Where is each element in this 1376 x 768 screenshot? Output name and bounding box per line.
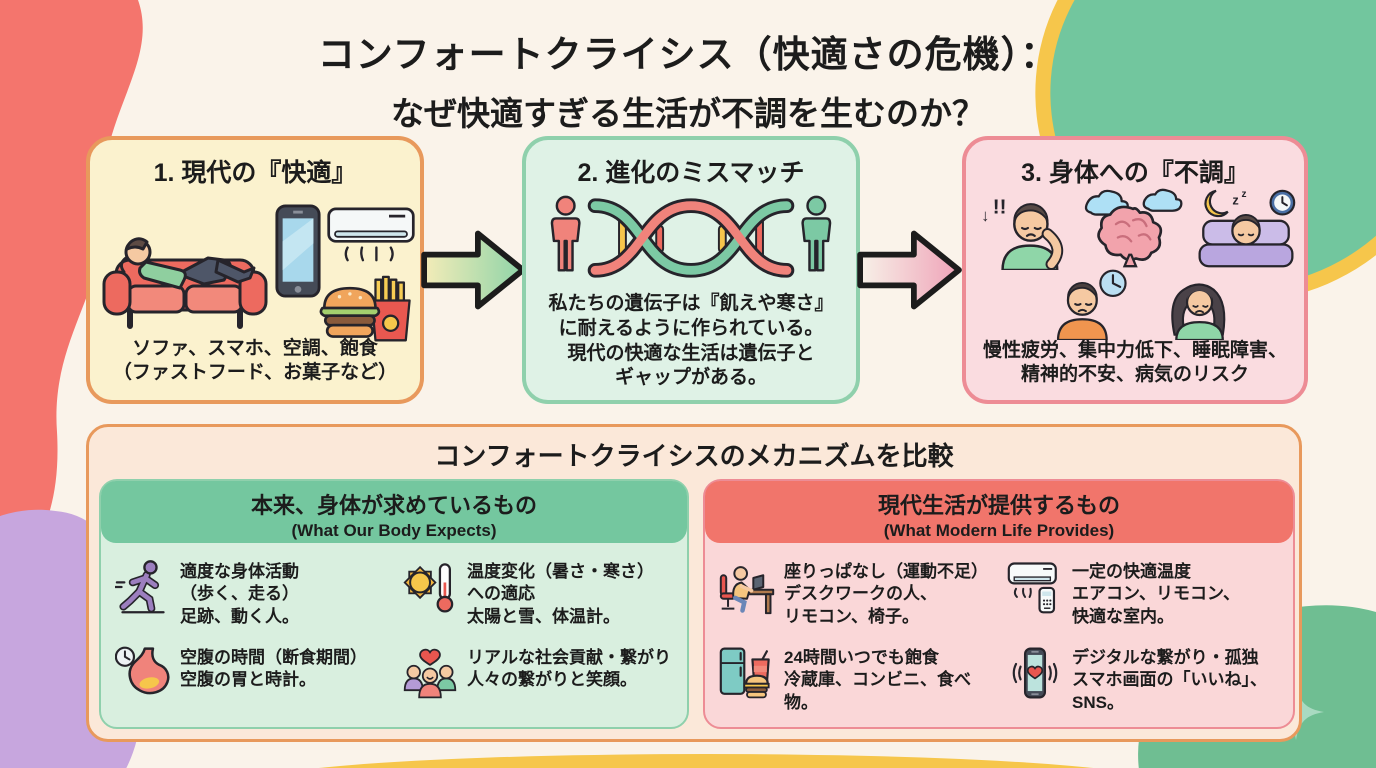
- yellow-bottom-blob: [248, 754, 1164, 768]
- svg-text:↓: ↓: [981, 206, 989, 225]
- dna-helix-icon: [550, 195, 832, 278]
- air-conditioner-remote-icon: [1007, 562, 1057, 614]
- list-item: リアルな社会貢献・繋がり 人々の繋がりと笑顔。: [402, 637, 681, 723]
- fridge-fast-food-icon: [719, 647, 770, 699]
- list-item: デジタルな繋がり・孤独 スマホ画面の「いいね」、 SNS。: [1007, 637, 1287, 723]
- sleeping-person-icon: z z: [1198, 189, 1296, 268]
- modern-life-subtitle: (What Modern Life Provides): [883, 521, 1115, 540]
- person-on-sofa-icon: [102, 237, 268, 329]
- step1-caption: ソファ、スマホ、空調、飽食 （ファストフード、お菓子など）: [112, 337, 398, 384]
- body-expects-subtitle: (What Our Body Expects): [291, 521, 497, 540]
- list-item-text: 温度変化（暑さ・寒さ） への適応 太陽と雪、体温計。: [467, 562, 654, 626]
- list-item: 座りっぱなし（運動不足） デスクワークの人、 リモコン、椅子。: [719, 551, 999, 637]
- list-item-text: デジタルな繋がり・孤独 スマホ画面の「いいね」、 SNS。: [1072, 648, 1267, 712]
- smartphone-icon: [275, 204, 321, 298]
- flow-arrow-2-icon: [857, 230, 962, 310]
- burger-and-fries-icon: [319, 275, 411, 342]
- list-item-text: 空腹の時間（断食期間） 空腹の胃と時計。: [180, 648, 367, 690]
- flow-step-2-evolution-mismatch: 2. 進化のミスマッチ: [522, 136, 860, 404]
- list-item: 適度な身体活動 （歩く、走る） 足跡、動く人。: [115, 551, 394, 637]
- comparison-heading: コンフォートクライシスのメカニズムを比較: [434, 441, 954, 471]
- list-item: 空腹の時間（断食期間） 空腹の胃と時計。: [115, 637, 394, 723]
- stressed-man-clock-icon: [1056, 269, 1127, 340]
- fatigued-man-icon: ↓ !!: [981, 195, 1064, 270]
- list-item: 24時間いつでも飽食 冷蔵庫、コンビニ、食べ物。: [719, 637, 999, 723]
- step3-caption: 慢性疲労、集中力低下、睡眠障害、 精神的不安、病気のリスク: [982, 339, 1287, 386]
- desk-worker-icon: [719, 566, 775, 615]
- page-title-line2: なぜ快適すぎる生活が不調を生むのか？: [391, 95, 985, 132]
- tired-woman-icon: [1171, 283, 1226, 340]
- modern-life-items: 座りっぱなし（運動不足） デスクワークの人、 リモコン、椅子。: [719, 551, 1287, 723]
- body-expects-items: 適度な身体活動 （歩く、走る） 足跡、動く人。 温度変化（暑さ・寒さ） への適応…: [115, 551, 681, 723]
- svg-text:z: z: [1232, 192, 1238, 207]
- modern-life-header: 現代生活が提供するもの (What Modern Life Provides): [705, 481, 1293, 543]
- flow-step-3-body-disorder: 3. 身体への『不調』 ↓ !! z: [962, 136, 1308, 404]
- svg-text:!!: !!: [993, 195, 1007, 218]
- svg-text:z: z: [1241, 189, 1246, 200]
- comparison-section: コンフォートクライシスのメカニズムを比較 本来、身体が求めているもの (What…: [86, 424, 1302, 742]
- sun-thermometer-icon: [403, 563, 454, 613]
- list-item: 温度変化（暑さ・寒さ） への適応 太陽と雪、体温計。: [402, 551, 681, 637]
- people-heart-icon: [403, 648, 457, 699]
- air-conditioner-icon: [327, 207, 415, 262]
- stomach-clock-icon: [115, 646, 170, 695]
- body-expects-panel: 本来、身体が求めているもの (What Our Body Expects): [99, 479, 689, 729]
- flow-step-1-modern-comfort: 1. 現代の『快適』: [86, 136, 424, 404]
- step2-heading: 2. 進化のミスマッチ: [577, 159, 805, 187]
- step2-caption: 私たちの遺伝子は『飢えや寒さ』 に耐えるように作られている。 現代の快適な生活は…: [548, 293, 834, 389]
- modern-life-title: 現代生活が提供するもの: [877, 493, 1120, 518]
- list-item: 一定の快適温度 エアコン、リモコン、 快適な室内。: [1007, 551, 1287, 637]
- running-person-icon: [115, 560, 165, 614]
- smartphone-like-icon: [1012, 647, 1058, 699]
- modern-life-panel: 現代生活が提供するもの (What Modern Life Provides): [703, 479, 1295, 729]
- page-title-line1: コンフォートクライシス（快適さの危機）：: [317, 34, 1059, 75]
- step1-heading: 1. 現代の『快適』: [153, 159, 357, 187]
- flow-arrow-1-icon: [421, 230, 526, 310]
- list-item-text: 適度な身体活動 （歩く、走る） 足跡、動く人。: [180, 562, 299, 626]
- list-item-text: 一定の快適温度 エアコン、リモコン、 快適な室内。: [1072, 562, 1240, 626]
- list-item-text: リアルな社会貢献・繋がり 人々の繋がりと笑顔。: [467, 648, 671, 690]
- list-item-text: 24時間いつでも飽食 冷蔵庫、コンビニ、食べ物。: [784, 648, 971, 712]
- step3-heading: 3. 身体への『不調』: [1021, 159, 1249, 187]
- body-expects-header: 本来、身体が求めているもの (What Our Body Expects): [101, 481, 687, 543]
- brain-fog-icon: [1084, 188, 1183, 268]
- body-expects-title: 本来、身体が求めているもの: [250, 493, 537, 518]
- list-item-text: 座りっぱなし（運動不足） デスクワークの人、 リモコン、椅子。: [784, 562, 988, 626]
- page-title: コンフォートクライシス（快適さの危機）： なぜ快適すぎる生活が不調を生むのか？: [0, 24, 1376, 135]
